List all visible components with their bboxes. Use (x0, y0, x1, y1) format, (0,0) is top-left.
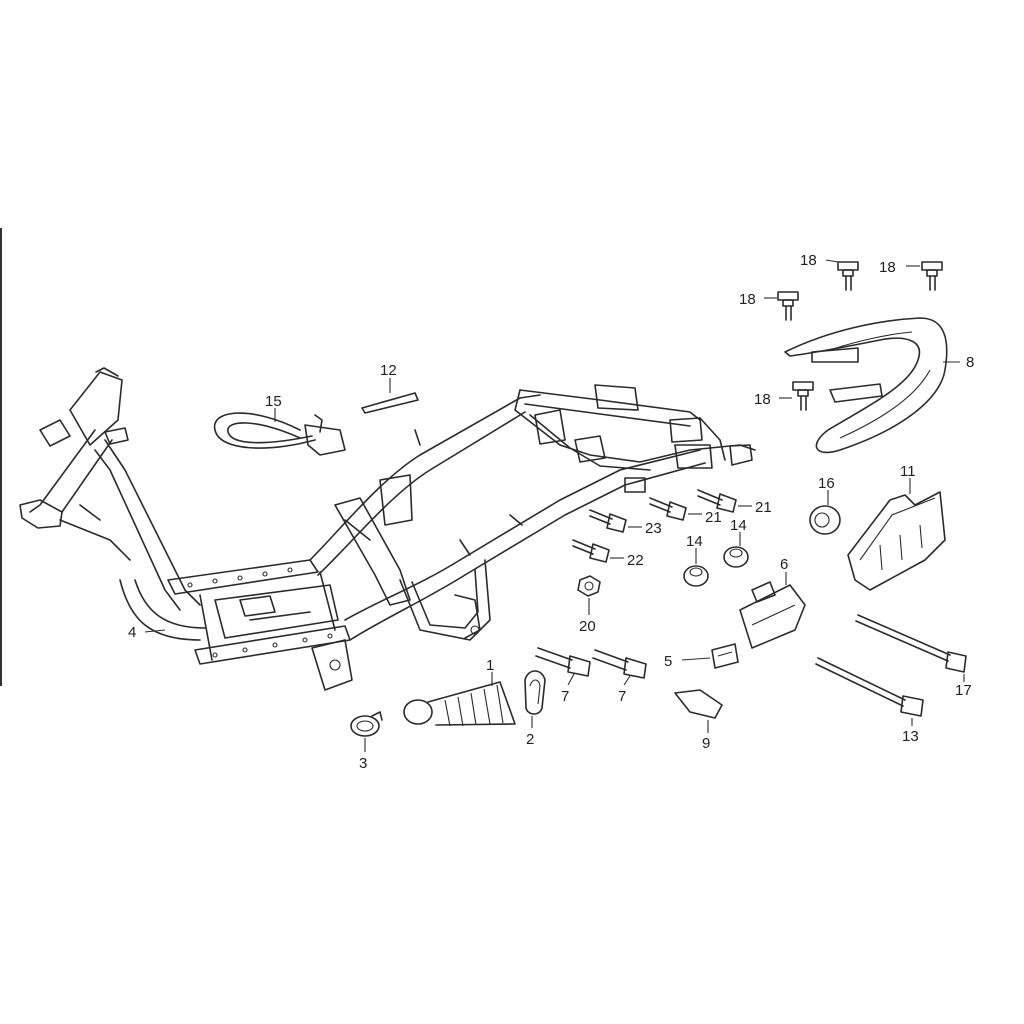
bolt-part-18-a (837, 261, 859, 291)
bushing-part-16 (809, 505, 841, 535)
nut-part-20 (577, 575, 601, 597)
collar-part-14-a (683, 565, 709, 587)
callout-3: 3 (359, 755, 367, 772)
callout-18c: 18 (739, 291, 756, 308)
leader-lines (144, 259, 965, 752)
callout-14b: 14 (730, 517, 747, 534)
battery-holder-part-6 (739, 581, 806, 649)
grab-rail-part-8 (784, 317, 948, 454)
bolt-part-23 (589, 509, 627, 533)
callout-16: 16 (818, 475, 835, 492)
callout-1: 1 (486, 657, 494, 674)
callout-7a: 7 (561, 688, 569, 705)
strap-part-15 (213, 412, 346, 456)
callout-22: 22 (627, 552, 644, 569)
callout-20: 20 (579, 618, 596, 635)
bolt-part-18-d (792, 381, 814, 411)
bolt-part-21-b (649, 497, 687, 521)
callout-9: 9 (702, 735, 710, 752)
pin-part-7-b (592, 649, 647, 679)
callout-18d: 18 (754, 391, 771, 408)
callout-18a: 18 (800, 252, 817, 269)
clamp-part-3 (350, 711, 383, 737)
pin-part-7-a (535, 647, 591, 677)
bellows-boot-part-1 (403, 681, 516, 727)
rubber-pad-part-5 (711, 643, 739, 669)
long-bolt-part-13 (815, 657, 924, 717)
callout-15: 15 (265, 393, 282, 410)
callout-23: 23 (645, 520, 662, 537)
bolt-part-22 (572, 539, 610, 563)
plate-part-12 (361, 392, 419, 414)
collar-part-14-b (723, 546, 749, 568)
callout-12: 12 (380, 362, 397, 379)
callout-labels: 1 2 3 4 5 6 7 7 8 9 11 12 13 14 14 15 16… (128, 252, 974, 772)
callout-13: 13 (902, 728, 919, 745)
heat-shield-part-11 (847, 491, 946, 591)
callout-5: 5 (664, 653, 672, 670)
bolt-part-18-b (921, 261, 943, 291)
callout-14a: 14 (686, 533, 703, 550)
grommet-part-2 (524, 670, 546, 715)
callout-17: 17 (955, 682, 972, 699)
callout-2: 2 (526, 731, 534, 748)
cap-part-9 (674, 689, 723, 719)
bolt-part-18-c (777, 291, 799, 321)
bolt-part-21-a (697, 489, 737, 513)
callout-8: 8 (966, 354, 974, 371)
callout-7b: 7 (618, 688, 626, 705)
left-border-line (0, 228, 2, 686)
callout-11: 11 (900, 463, 916, 480)
callout-21b: 21 (705, 509, 722, 526)
callout-21a: 21 (755, 499, 772, 516)
callout-4: 4 (128, 624, 136, 641)
long-bolt-part-17 (855, 614, 967, 673)
main-frame (19, 367, 756, 691)
callout-6: 6 (780, 556, 788, 573)
callout-18b: 18 (879, 259, 896, 276)
